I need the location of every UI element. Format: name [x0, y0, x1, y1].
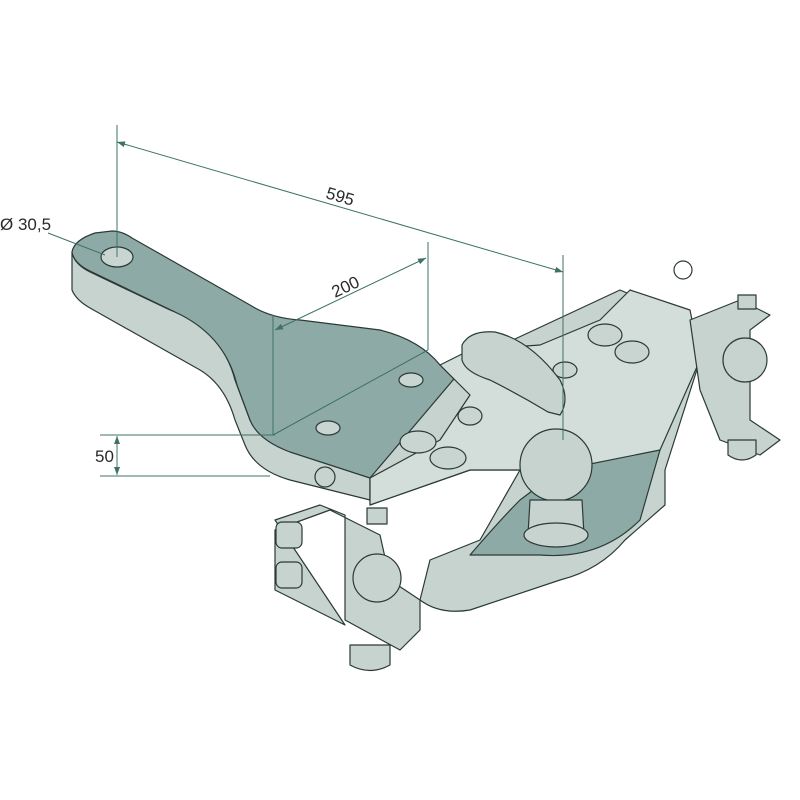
left-bolt-head — [275, 561, 303, 589]
hold-down-clamp — [461, 331, 566, 416]
right-ring-pin — [673, 260, 693, 280]
left-bolt-head — [275, 521, 303, 549]
left-bolt-bottom — [349, 644, 391, 672]
top-hole — [457, 406, 483, 426]
left-bracket — [274, 504, 421, 651]
top-hole — [399, 430, 437, 454]
coupling-ball — [519, 428, 593, 502]
bolt-hole — [398, 372, 424, 388]
right-bolt-bottom — [727, 439, 757, 461]
right-mount-ball — [722, 337, 768, 383]
bolt-hole — [315, 420, 341, 436]
dim-label-50: 50 — [95, 447, 114, 466]
left-ring-pin — [314, 466, 336, 488]
left-nut — [366, 507, 388, 525]
ball-hex-base — [523, 522, 589, 548]
top-hole — [587, 323, 623, 347]
dimension-line-595 — [116, 141, 564, 273]
dim-label-diameter: Ø 30,5 — [0, 215, 51, 234]
top-hole — [429, 446, 467, 470]
dim-label-595: 595 — [324, 184, 357, 210]
leader-line — [47, 232, 106, 256]
dimension-line-200 — [274, 257, 427, 331]
top-hole — [552, 361, 578, 379]
left-mount-ball — [352, 553, 402, 603]
top-hole — [614, 340, 650, 364]
plate-diagonal — [272, 349, 429, 436]
dim-label-200: 200 — [329, 272, 363, 301]
right-nut — [737, 294, 757, 310]
